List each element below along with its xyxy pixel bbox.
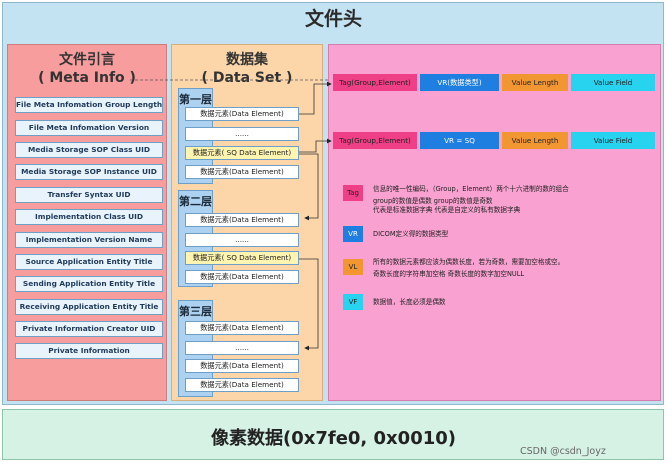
tag-legend-swatch: Tag: [343, 185, 363, 201]
meta-info-title-cn: 文件引言: [59, 52, 115, 68]
vr-sq-field: VR = SQ: [420, 132, 499, 149]
sq-data-element: 数据元素( SQ Data Element): [185, 146, 299, 160]
pixel-data-region: [2, 409, 664, 460]
meta-item: Sending Application Entity Title: [15, 276, 163, 292]
vl-legend-line: 所有的数据元素都应该为偶数长度，若为奇数，需要加空格或空。: [373, 258, 565, 266]
tag-legend-line: group的数值是偶数 group的数值是奇数: [373, 197, 493, 205]
tag-legend-line: 代表是标准数据字典 代表是自定义的私有数据字典: [373, 206, 521, 214]
tag-legend-text: 信息的唯一性编码，（Group，Element）两个十六进制的数的组合 grou…: [373, 185, 569, 215]
value-length-field: Value Length: [502, 132, 568, 149]
vf-legend-line: 数据值，长度必须是偶数: [373, 298, 446, 306]
data-set-title-cn: 数据集: [226, 52, 268, 68]
vf-legend-text: 数据值，长度必须是偶数: [373, 298, 446, 307]
meta-item: Receiving Application Entity Title: [15, 299, 163, 315]
layer-3-title: 第三层: [179, 305, 212, 318]
meta-item: Media Storage SOP Instance UID: [15, 164, 163, 180]
vl-legend-text: 所有的数据元素都应该为偶数长度，若为奇数，需要加空格或空。 奇数长度的字符串加空…: [373, 258, 564, 279]
meta-item: Media Storage SOP Class UID: [15, 142, 163, 158]
vr-field: VR(数据类型): [420, 74, 499, 91]
meta-item: File Meta Infomation Group Length: [15, 97, 163, 113]
meta-item: Implementation Version Name: [15, 232, 163, 248]
tag-field: Tag(Group,Element): [333, 132, 417, 149]
meta-item: Implementation Class UID: [15, 209, 163, 225]
value-length-field: Value Length: [502, 74, 568, 91]
sq-data-element: 数据元素( SQ Data Element): [185, 251, 299, 265]
file-header-title: 文件头: [304, 8, 362, 30]
meta-info-title-en: ( Meta Info ): [38, 70, 136, 86]
layer2-to-layer3-arrow: [299, 258, 319, 351]
data-element-ellipsis: ......: [185, 127, 299, 141]
data-element-link: [299, 81, 332, 115]
sq-element-link: [299, 138, 332, 153]
meta-item: Private Information Creator UID: [15, 321, 163, 337]
vl-legend-swatch: VL: [343, 259, 363, 275]
meta-item: Private Information: [15, 343, 163, 359]
value-field: Value Field: [571, 74, 655, 91]
meta-item: Transfer Syntax UID: [15, 187, 163, 203]
data-set-title-en: ( Data Set ): [201, 70, 293, 86]
data-element: 数据元素(Data Element): [185, 165, 299, 179]
data-element: 数据元素(Data Element): [185, 378, 299, 392]
data-element-ellipsis: ......: [185, 233, 299, 247]
value-field: Value Field: [571, 132, 655, 149]
layer1-to-layer2-arrow: [299, 153, 319, 221]
vl-legend-line: 奇数长度的字符串加空格 奇数长度的数字加空NULL: [373, 270, 525, 278]
data-element: 数据元素(Data Element): [185, 359, 299, 373]
element-structure-panel: [328, 44, 661, 401]
vr-legend-swatch: VR: [343, 226, 363, 242]
data-element-ellipsis: ......: [185, 341, 299, 355]
vr-legend-line: DICOM定义得的数据类型: [373, 230, 449, 238]
data-element: 数据元素(Data Element): [185, 321, 299, 335]
meta-item: Source Application Entity Title: [15, 254, 163, 270]
tag-legend-line: 信息的唯一性编码，（Group，Element）两个十六进制的数的组合: [373, 185, 569, 193]
tag-field: Tag(Group,Element): [333, 74, 417, 91]
pixel-data-title: 像素数据(0x7fe0, 0x0010): [210, 428, 456, 449]
layer-1-title: 第一层: [179, 93, 212, 106]
data-element: 数据元素(Data Element): [185, 270, 299, 284]
vf-legend-swatch: VF: [343, 294, 363, 310]
meta-item: File Meta Infomation Version: [15, 120, 163, 136]
data-element: 数据元素(Data Element): [185, 213, 299, 227]
data-element: 数据元素(Data Element): [185, 107, 299, 121]
watermark: CSDN @csdn_Joyz: [520, 446, 606, 457]
vr-legend-text: DICOM定义得的数据类型: [373, 230, 448, 239]
layer-2-title: 第二层: [179, 195, 212, 208]
